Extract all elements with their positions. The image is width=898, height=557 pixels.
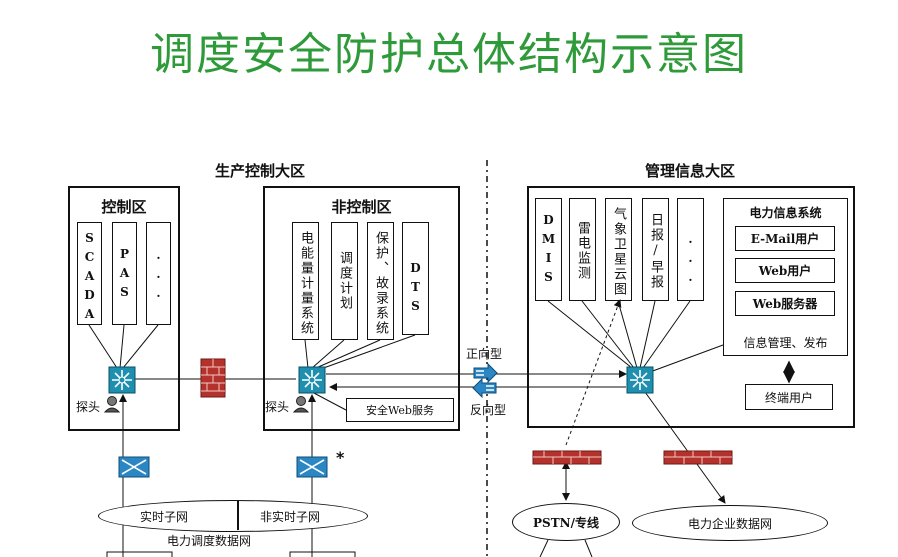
link-line: [639, 300, 656, 369]
partial-box: [289, 551, 356, 557]
link-line: [617, 300, 638, 369]
forward-isolator-icon: [473, 363, 498, 383]
control-zone-title: 控制区: [101, 198, 147, 216]
app-label: 保护、故录系统: [373, 231, 388, 336]
star-mark: *: [336, 448, 345, 467]
link-line: [304, 339, 309, 369]
satellite-dashed-link: [565, 299, 622, 446]
enterprise-link-arrow: [644, 391, 726, 504]
terminal-user-box: 终端用户: [745, 384, 833, 410]
production-zone-header: 生产控制大区: [214, 162, 305, 180]
app-label: DTS: [408, 261, 423, 318]
web-user-box: Web用户: [735, 258, 835, 283]
app-label: DMIS: [541, 213, 556, 289]
probe-person-icon: [104, 396, 120, 413]
enterprise-network-ellipse: 电力企业数据网: [632, 505, 828, 541]
link-line: [122, 324, 159, 369]
dispatch-network-ellipse: [98, 500, 368, 532]
switch-icon: [298, 366, 326, 394]
firewall-icon: [532, 450, 602, 465]
app-label: ···: [151, 251, 166, 308]
link-line: [649, 344, 724, 373]
noncontrol-zone-frame: [263, 186, 460, 431]
email-user-box: E-Mail用户: [735, 226, 835, 251]
power-info-system-title: 电力信息系统: [749, 206, 822, 220]
link-line: [539, 539, 549, 557]
web-server-box: Web服务器: [735, 291, 835, 316]
probe-person-icon: [293, 396, 309, 413]
app-label: 调度计划: [337, 251, 352, 311]
partial-box: [106, 551, 173, 557]
app-box-dts: DTS: [402, 222, 429, 335]
probe-label: 探头: [265, 400, 290, 414]
link-line: [581, 300, 635, 369]
link-line: [119, 324, 125, 369]
forward-label: 正向型: [466, 347, 503, 361]
probe-label: 探头: [76, 400, 101, 414]
management-zone-header: 管理信息大区: [644, 162, 735, 180]
network-split-line: [237, 500, 239, 530]
app-box-scada: SCADA: [77, 222, 102, 326]
app-box-satellite: 气象卫星云图: [605, 198, 632, 301]
app-label: 雷电监测: [575, 221, 590, 281]
app-label: ···: [683, 235, 698, 292]
app-box-daily-report: 日报/早报: [642, 198, 669, 301]
link-line: [311, 339, 345, 369]
app-box-dispatch-plan: 调度计划: [331, 222, 358, 340]
power-info-system-box: [723, 198, 848, 356]
switch-icon: [626, 366, 654, 394]
app-box-lightning: 雷电监测: [569, 198, 596, 301]
app-label: 气象卫星云图: [611, 207, 626, 297]
non-realtime-subnet-label: 非实时子网: [260, 510, 321, 524]
reverse-isolator-icon: [472, 378, 497, 398]
app-box-pas: PAS: [112, 222, 137, 325]
app-box-more: ···: [146, 222, 171, 325]
realtime-subnet-label: 实时子网: [140, 510, 189, 524]
dispatch-network-label: 电力调度数据网: [165, 532, 254, 549]
encryption-device-icon: [296, 456, 328, 478]
secure-web-service-box: 安全Web服务: [346, 398, 454, 422]
link-line: [584, 539, 593, 557]
page-title: 调度安全防护总体结构示意图: [150, 29, 748, 80]
info-publish-label: 信息管理、发布: [743, 336, 828, 350]
link-line: [315, 339, 381, 369]
link-line: [311, 391, 347, 411]
app-label: 日报/早报: [648, 213, 663, 290]
noncontrol-zone-title: 非控制区: [331, 198, 392, 216]
app-label: SCADA: [82, 231, 97, 326]
app-label: PAS: [117, 247, 132, 304]
link-line: [317, 334, 416, 371]
app-box-dmis: DMIS: [535, 198, 562, 301]
pstn-network-ellipse: PSTN/专线: [512, 503, 620, 541]
control-zone-frame: [68, 186, 180, 431]
link-line: [547, 300, 633, 369]
switch-icon: [108, 366, 136, 394]
app-box-protection-record: 保护、故录系统: [367, 222, 394, 340]
firewall-icon: [200, 358, 226, 398]
app-label: 电能量计量系统: [298, 231, 313, 336]
management-zone-frame: [527, 186, 855, 428]
app-box-energy-metering: 电能量计量系统: [292, 222, 319, 340]
firewall-icon: [663, 450, 733, 465]
link-line: [88, 324, 118, 369]
app-box-more: ···: [677, 198, 704, 301]
link-line: [642, 300, 691, 369]
encryption-device-icon: [118, 456, 150, 478]
reverse-label: 反向型: [470, 403, 507, 417]
